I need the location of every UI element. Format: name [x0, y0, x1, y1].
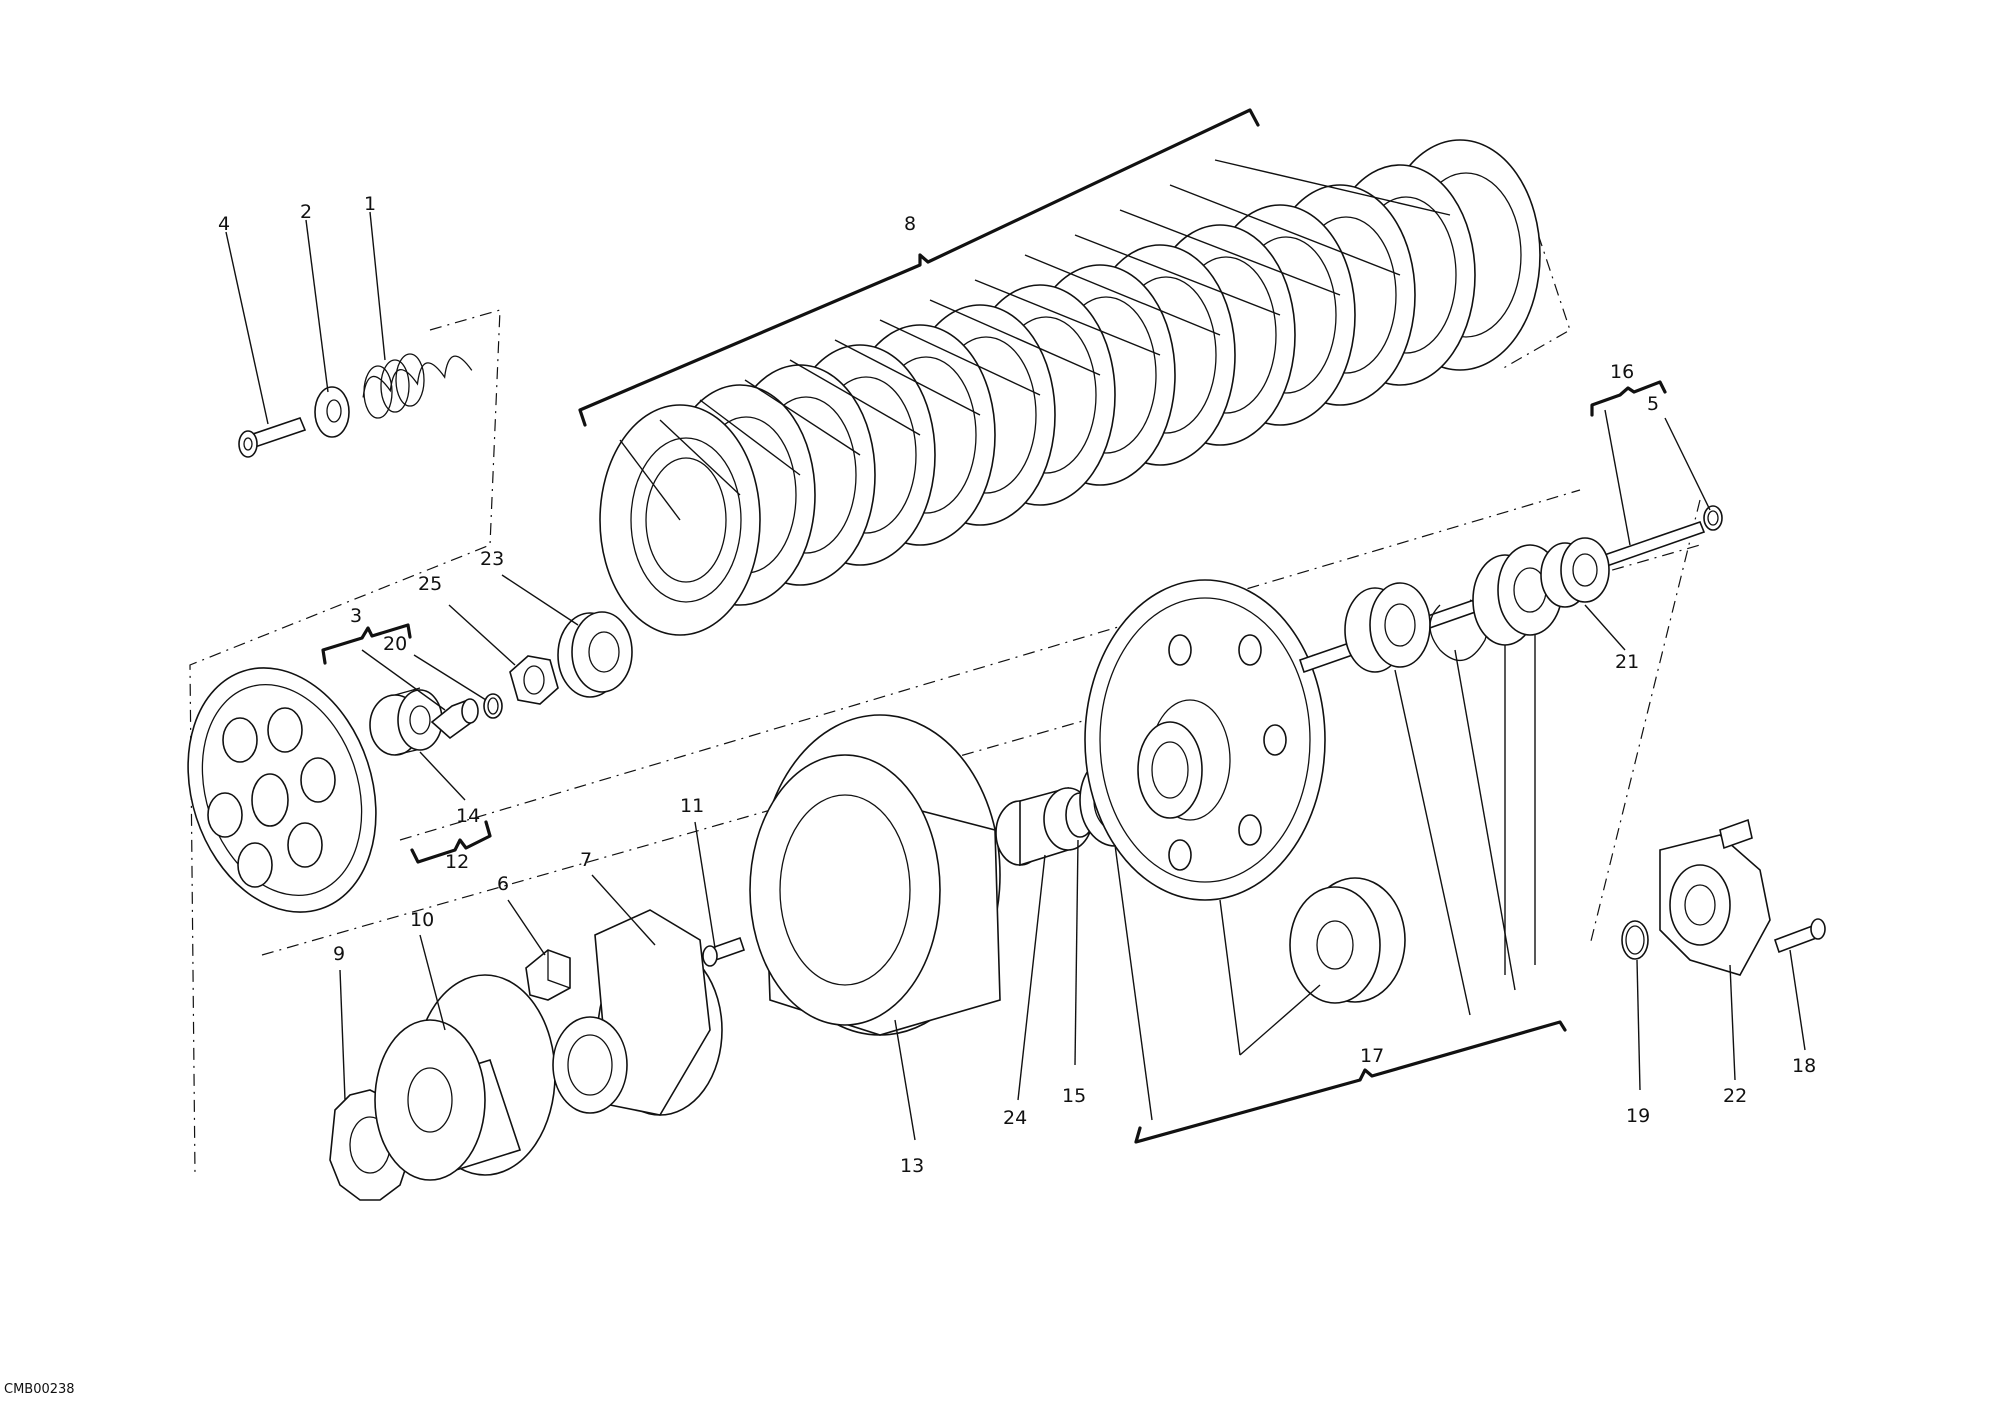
- part-clutch-plates-8: [599, 139, 1541, 636]
- callout-13: 13: [900, 1155, 924, 1177]
- callout-10: 10: [410, 909, 434, 931]
- callout-labels: 4 2 1 3 20 25 23 14 12 8 16 5 21 11 6 7 …: [218, 193, 1816, 1177]
- part-clutch-basket-13: [749, 714, 1001, 1036]
- bracket-8: [578, 108, 1260, 427]
- callout-14: 14: [456, 805, 480, 827]
- callout-23: 23: [480, 548, 504, 570]
- part-nut: [509, 655, 559, 705]
- callout-25: 25: [418, 573, 442, 595]
- bracket-12: [410, 820, 492, 864]
- callout-4: 4: [218, 213, 230, 235]
- part-bolt-4: [238, 417, 307, 458]
- part-pressure-plate-12: [187, 667, 377, 913]
- callout-6: 6: [497, 873, 509, 895]
- part-inner-hub-7: [552, 909, 723, 1116]
- callout-20: 20: [383, 633, 407, 655]
- callout-18: 18: [1792, 1055, 1816, 1077]
- callout-19: 19: [1626, 1105, 1650, 1127]
- callout-5: 5: [1647, 393, 1659, 415]
- group-brackets: [321, 108, 1667, 1144]
- callout-2: 2: [300, 201, 312, 223]
- part-washer-2: [314, 386, 350, 438]
- bracket-17: [1134, 1020, 1567, 1144]
- part-screw-11: [702, 936, 746, 967]
- callout-9: 9: [333, 943, 345, 965]
- part-washer-23: [557, 611, 633, 698]
- callout-17: 17: [1360, 1045, 1384, 1067]
- part-spring-1: [362, 353, 473, 419]
- bracket-16: [1590, 380, 1667, 417]
- part-small-gear: [1289, 877, 1406, 1004]
- part-oring-19: [1621, 920, 1649, 960]
- callout-11: 11: [680, 795, 704, 817]
- callout-15: 15: [1062, 1085, 1086, 1107]
- callout-12: 12: [445, 851, 469, 873]
- callout-8: 8: [904, 213, 916, 235]
- leader-lines: [225, 159, 1806, 1141]
- callout-3: 3: [350, 605, 362, 627]
- assembly-axis-lines: [189, 209, 1701, 1176]
- callout-7: 7: [580, 849, 592, 871]
- part-bearing-21: [1540, 537, 1610, 608]
- callout-22: 22: [1723, 1085, 1747, 1107]
- part-primary-gear-17: [1084, 579, 1326, 901]
- callout-21: 21: [1615, 651, 1639, 673]
- part-pushrod-end-20: [430, 698, 479, 740]
- part-seal-5: [1703, 505, 1723, 531]
- part-slave-cylinder-22: [1659, 818, 1771, 976]
- callout-16: 16: [1610, 361, 1634, 383]
- part-bearing-14: [369, 687, 443, 756]
- bracket-3: [321, 623, 412, 665]
- drawing-code: CMB00238: [4, 1382, 75, 1397]
- part-bolt-18: [1773, 918, 1826, 954]
- part-bearing-a: [1344, 582, 1431, 673]
- part-clutch-drum-10: [374, 974, 556, 1181]
- callout-24: 24: [1003, 1107, 1027, 1129]
- part-oring-25: [483, 693, 503, 719]
- part-block-6: [525, 949, 571, 1001]
- callout-1: 1: [364, 193, 376, 215]
